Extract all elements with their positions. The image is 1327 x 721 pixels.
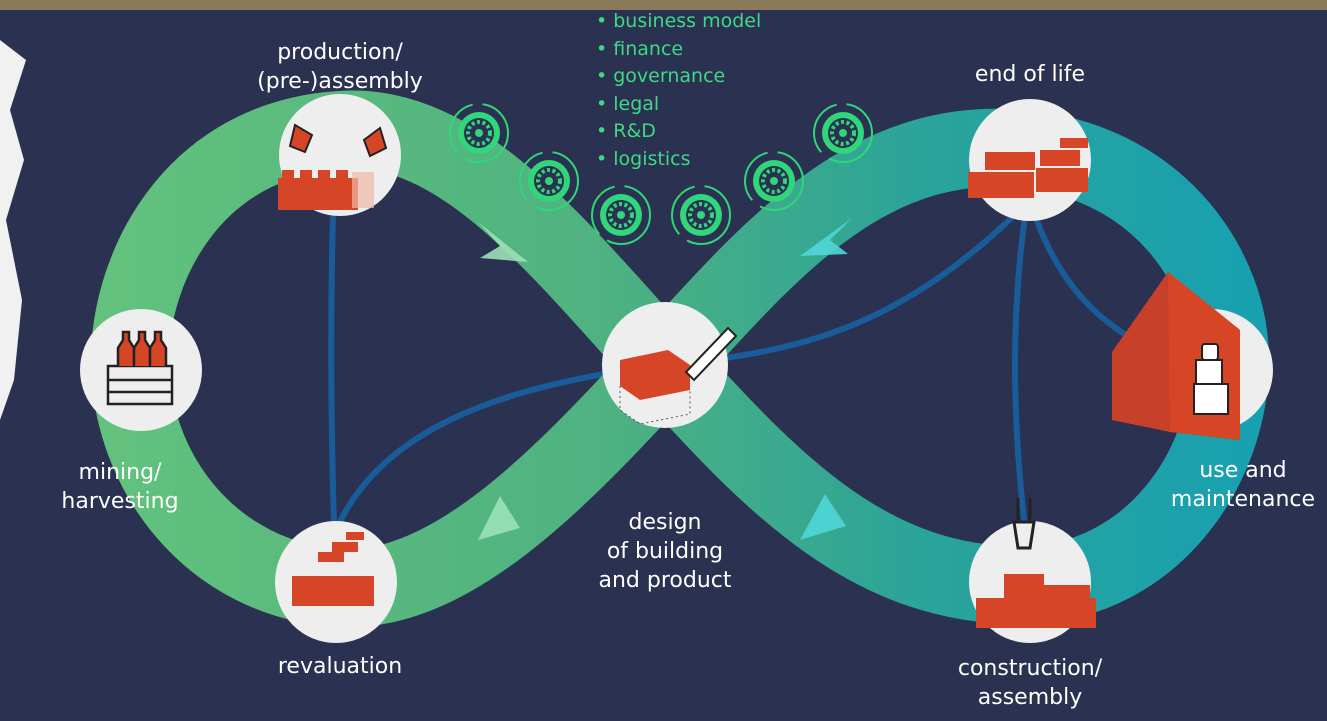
bricks-icon: [292, 532, 374, 606]
label-design-line3: and product: [598, 568, 732, 593]
label-design-line2: of building: [606, 539, 724, 564]
label-mining-line2: harvesting: [61, 489, 179, 514]
crane-hook-bricks-icon: [976, 498, 1096, 628]
label-production-line2: (pre-)assembly: [257, 69, 423, 94]
stacked-bricks-icon: [968, 138, 1088, 198]
aspect-item: business model: [596, 8, 761, 36]
label-mining: mining/ harvesting: [40, 458, 200, 516]
label-end-of-life-line1: end of life: [974, 62, 1086, 87]
label-production: production/ (pre-)assembly: [240, 38, 440, 96]
aspect-item: finance: [596, 36, 761, 64]
label-use-line1: use and: [1199, 458, 1287, 483]
label-construction-line1: construction/: [957, 656, 1103, 681]
photo-strip-top: [0, 0, 1327, 10]
aspects-list: business model finance governance legal …: [596, 8, 761, 173]
label-use-line2: maintenance: [1170, 487, 1316, 512]
label-design: design of building and product: [570, 508, 760, 595]
torn-paper-left: [0, 40, 26, 420]
aspect-item: R&D: [596, 118, 761, 146]
label-revaluation-line1: revaluation: [277, 654, 403, 679]
aspect-item: logistics: [596, 146, 761, 174]
label-revaluation: revaluation: [250, 652, 430, 681]
bottles-crate-icon: [106, 330, 174, 406]
label-end-of-life: end of life: [940, 60, 1120, 89]
label-production-line1: production/: [277, 40, 403, 65]
brick-with-pencil-icon: [619, 326, 738, 425]
aspect-item: governance: [596, 63, 761, 91]
aspect-item: legal: [596, 91, 761, 119]
label-design-line1: design: [628, 510, 702, 535]
paint-bottles-and-brick-icon: [278, 123, 388, 210]
label-construction: construction/ assembly: [920, 654, 1140, 712]
house-and-figure-icon: [1112, 272, 1240, 440]
label-use-maintenance: use and maintenance: [1160, 456, 1326, 514]
label-mining-line1: mining/: [78, 460, 162, 485]
label-construction-line2: assembly: [977, 685, 1083, 710]
flow-arrows: [478, 218, 852, 540]
